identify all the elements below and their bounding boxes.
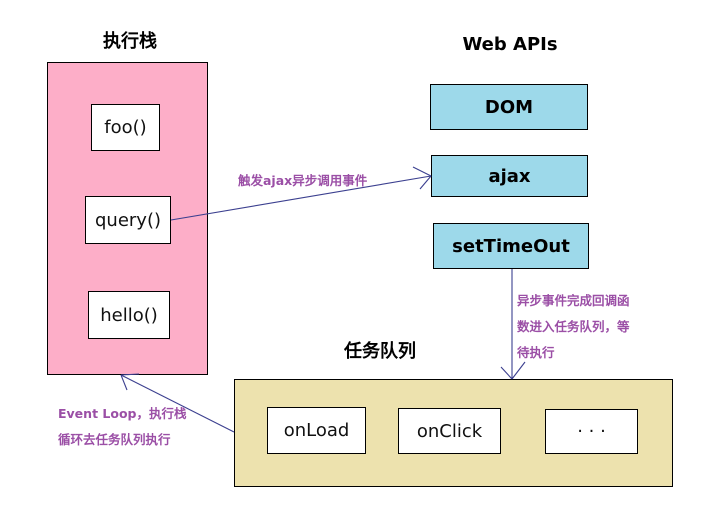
task-queue-title: 任务队列 xyxy=(344,341,416,362)
callback-label-line3: 待执行 xyxy=(517,345,555,360)
stack-frame-hello: hello() xyxy=(88,291,170,339)
task-ellipsis: · · · xyxy=(545,409,638,454)
event-loop-label: Event Loop，执行栈 循环去任务队列执行 xyxy=(58,401,186,453)
web-api-settimeout: setTimeOut xyxy=(433,223,589,269)
ajax-trigger-label: 触发ajax异步调用事件 xyxy=(238,173,368,188)
web-api-dom: DOM xyxy=(430,84,588,130)
callback-label-line1: 异步事件完成回调函 xyxy=(517,293,630,308)
callback-label-line2: 数进入任务队列，等 xyxy=(517,319,630,334)
web-apis-title: Web APIs xyxy=(462,34,558,55)
event-loop-label-line1: Event Loop，执行栈 xyxy=(58,406,187,421)
call-stack-title: 执行栈 xyxy=(103,31,157,52)
event-loop-label-line2: 循环去任务队列执行 xyxy=(58,432,171,447)
task-onclick: onClick xyxy=(398,408,501,454)
event-loop-arrow xyxy=(120,373,235,433)
stack-frame-query: query() xyxy=(85,196,171,244)
callback-arrow xyxy=(500,269,526,380)
ajax-trigger-arrow xyxy=(170,166,432,221)
task-onload: onLoad xyxy=(267,407,366,454)
web-api-ajax: ajax xyxy=(431,155,588,197)
callback-label: 异步事件完成回调函 数进入任务队列，等 待执行 xyxy=(517,288,630,366)
stack-frame-foo: foo() xyxy=(91,104,160,151)
